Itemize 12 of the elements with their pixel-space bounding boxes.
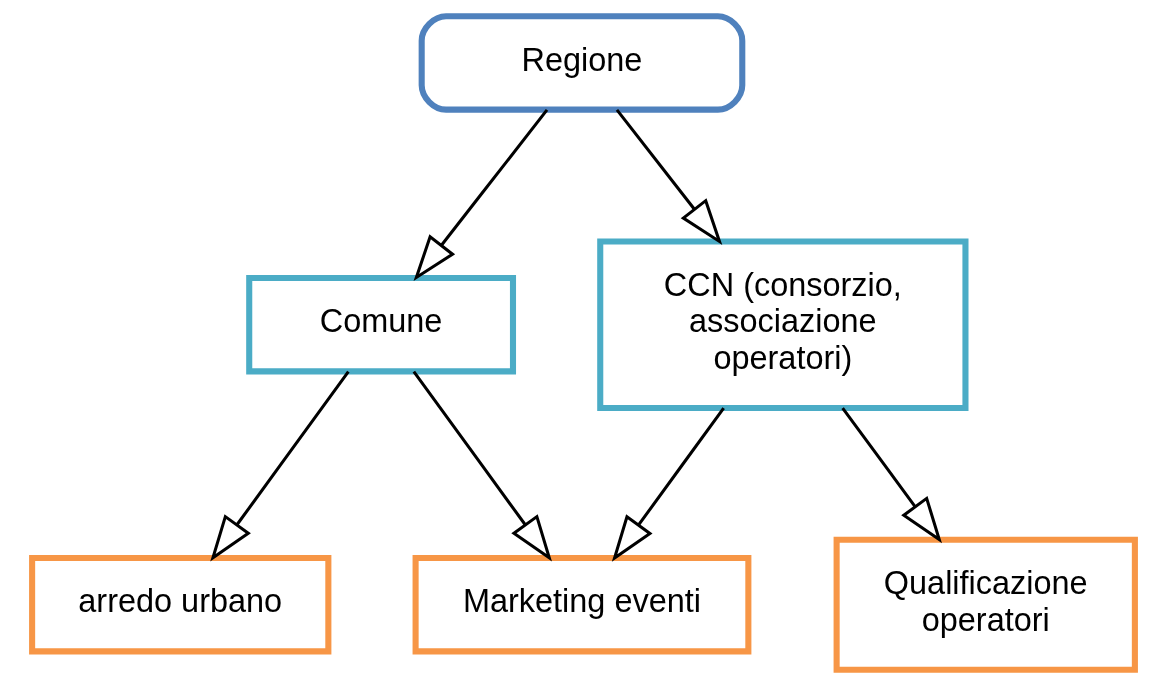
node-box: Comune — [246, 275, 517, 375]
node-box: Qualificazione operatori — [833, 536, 1138, 673]
arrow — [413, 108, 549, 282]
arrow — [611, 407, 725, 562]
arrow — [210, 370, 350, 562]
arrow — [412, 370, 552, 562]
node-box: arredo urbano — [29, 555, 332, 655]
node-box: Regione — [418, 13, 746, 113]
arrow — [615, 108, 723, 246]
node-box: Marketing eventi — [412, 555, 752, 655]
node-box: CCN (consorzio, associazione operatori) — [597, 238, 969, 411]
arrow — [841, 407, 942, 544]
